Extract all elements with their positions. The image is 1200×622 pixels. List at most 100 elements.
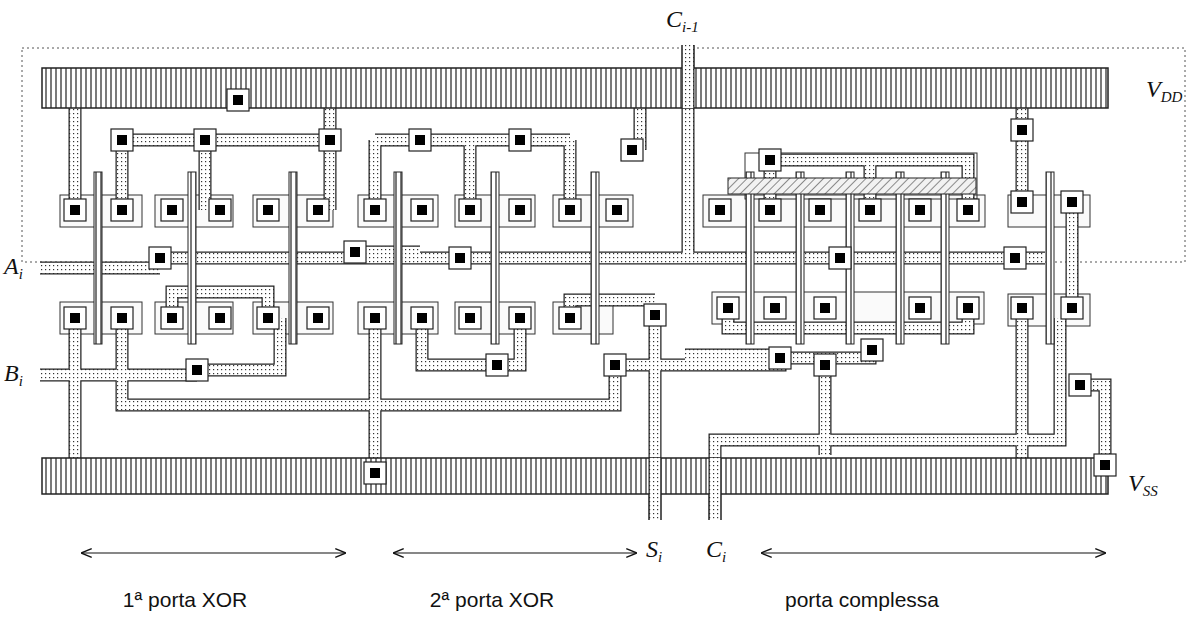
section-caption: porta complessa xyxy=(785,588,939,611)
contact xyxy=(759,149,781,171)
contact xyxy=(1069,374,1091,396)
signal-name: Ci xyxy=(706,536,726,566)
metal-wire xyxy=(69,318,82,460)
metal-wire xyxy=(685,349,780,362)
poly-gate xyxy=(746,172,754,344)
contact xyxy=(509,129,531,151)
contact xyxy=(459,307,481,329)
metal-wire xyxy=(650,315,661,520)
contact xyxy=(209,307,231,329)
poly-gate xyxy=(394,172,402,344)
metal-wire xyxy=(682,45,695,258)
contact xyxy=(111,129,133,151)
metal-wire xyxy=(370,318,381,470)
contact xyxy=(411,199,433,221)
metal-wire xyxy=(122,135,330,146)
contact xyxy=(829,247,851,269)
contact xyxy=(1061,297,1083,319)
contact xyxy=(364,307,386,329)
power-rail xyxy=(42,458,1108,494)
contact xyxy=(859,199,881,221)
contact xyxy=(604,354,626,376)
metal-wire xyxy=(715,385,1060,520)
contact xyxy=(227,89,249,111)
span-arrow xyxy=(394,552,636,553)
poly-gate xyxy=(941,172,949,344)
contact xyxy=(161,199,183,221)
contact xyxy=(257,307,279,329)
contact xyxy=(149,247,171,269)
contact xyxy=(186,359,208,381)
contact xyxy=(861,339,883,361)
poly-gate xyxy=(94,172,102,344)
metal-wire xyxy=(1080,385,1105,465)
signal-name: VDD xyxy=(1146,76,1182,106)
contact xyxy=(606,199,628,221)
metal-wire xyxy=(1080,385,1105,465)
contact xyxy=(111,199,133,221)
contact xyxy=(1011,297,1033,319)
poly-bar xyxy=(728,178,976,194)
metal-wire xyxy=(570,300,655,318)
metal-wire xyxy=(685,350,780,361)
metal-wire xyxy=(650,458,661,520)
metal-wire xyxy=(69,106,82,210)
metal-wire xyxy=(682,45,695,108)
contact xyxy=(509,307,531,329)
contact xyxy=(1011,191,1033,213)
metal-wire xyxy=(715,385,1060,520)
contact xyxy=(814,354,836,376)
poly-gate xyxy=(491,172,499,344)
contact xyxy=(459,199,481,221)
metal-wire xyxy=(122,134,330,147)
metal-wire xyxy=(1055,318,1066,385)
metal-wire xyxy=(1016,318,1029,460)
contact xyxy=(1004,247,1026,269)
poly-gate xyxy=(289,172,297,344)
signal-name: Si xyxy=(646,536,662,566)
metal-wire xyxy=(570,300,655,318)
poly-gate xyxy=(591,172,599,344)
contact xyxy=(319,129,341,151)
section-caption: 1ª porta XOR xyxy=(123,588,248,611)
contact xyxy=(364,462,386,484)
poly-gate xyxy=(1046,172,1054,344)
contact xyxy=(957,199,979,221)
contact xyxy=(814,297,836,319)
contact xyxy=(1094,454,1116,476)
contact xyxy=(621,139,643,161)
contact xyxy=(409,129,431,151)
contact xyxy=(257,199,279,221)
contact xyxy=(909,199,931,221)
signal-name: Ai xyxy=(4,253,23,283)
metal-wire xyxy=(649,458,662,520)
diffusion xyxy=(553,302,613,334)
contact xyxy=(364,199,386,221)
metal-wire xyxy=(1017,318,1028,460)
poly-gate xyxy=(896,172,904,344)
metal-wire xyxy=(683,45,694,258)
contact xyxy=(759,199,781,221)
contact xyxy=(559,199,581,221)
metal-wire xyxy=(649,315,662,520)
contact xyxy=(509,199,531,221)
contact xyxy=(764,297,786,319)
signal-name: Bi xyxy=(4,360,23,390)
contact xyxy=(957,297,979,319)
contact xyxy=(717,297,739,319)
contact xyxy=(307,199,329,221)
span-arrow xyxy=(762,552,1105,553)
span-arrow xyxy=(82,552,345,553)
metal-wire xyxy=(369,318,382,470)
metal-wire xyxy=(70,106,81,210)
metal-wire xyxy=(70,318,81,460)
contact xyxy=(1011,119,1033,141)
contact xyxy=(809,199,831,221)
contact xyxy=(1061,191,1083,213)
contact xyxy=(449,247,471,269)
contact xyxy=(344,241,366,263)
contact xyxy=(644,304,666,326)
metal-wire xyxy=(683,45,694,108)
